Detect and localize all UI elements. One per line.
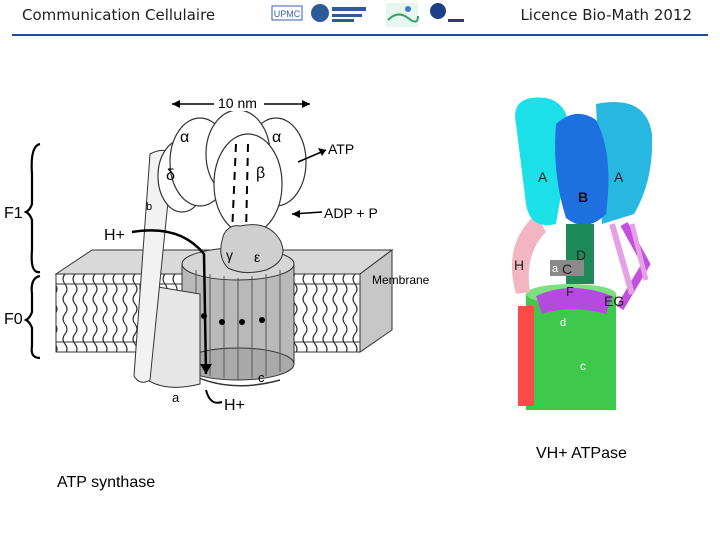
c-ring-green: [526, 294, 616, 410]
b-stalk: [133, 149, 173, 383]
h-subunit: [511, 214, 546, 294]
vF-label: F: [566, 284, 574, 299]
atp-synthase-caption: ATP synthase: [57, 474, 156, 491]
vH-label: H: [514, 257, 524, 273]
f0-brace: [23, 274, 41, 360]
gamma-epsilon: [220, 224, 284, 274]
vA-label-2: A: [614, 169, 624, 185]
svg-text:UPMC: UPMC: [274, 9, 301, 19]
gamma-label: γ: [226, 247, 233, 263]
delta-label: δ: [166, 167, 175, 184]
b-subunit: [555, 113, 609, 226]
station-biologique-logo: [311, 4, 366, 22]
slide-header: Communication Cellulaire UPMC: [0, 0, 720, 40]
vA-label-1: A: [538, 169, 548, 185]
beta-label: β: [256, 165, 265, 182]
a-label: a: [172, 390, 180, 405]
vd-label: d: [560, 317, 566, 329]
alpha-label-2: α: [272, 129, 281, 146]
vatpase-caption: VH+ ATPase: [536, 445, 627, 462]
scale-label: 10 nm: [218, 95, 257, 111]
vatpase-diagram: c d H A A B a C D F EG: [496, 84, 676, 420]
va-label: a: [552, 263, 559, 275]
atp-synthase-diagram: F1 F0 Membrane c a: [0, 84, 460, 424]
upmc-logo: UPMC: [271, 5, 303, 21]
atp-label: ATP: [328, 141, 354, 157]
f1-brace: [23, 142, 41, 274]
course-title: Communication Cellulaire: [22, 6, 216, 24]
vB-label: B: [578, 189, 588, 205]
course-year: Licence Bio-Math 2012: [520, 6, 692, 24]
h-top-label: H+: [104, 227, 125, 244]
vc-label: c: [580, 359, 586, 373]
b-label: b: [146, 201, 152, 213]
a-subunit-right: [596, 102, 653, 224]
membrane-label: Membrane: [372, 273, 430, 287]
logo-strip: UPMC: [268, 0, 468, 28]
f1-label: F1: [4, 205, 23, 222]
header-rule: [12, 34, 708, 36]
adp-label: ADP + P: [324, 205, 378, 221]
mer-sante-logo: [386, 3, 419, 27]
h-bottom-label: H+: [224, 397, 245, 414]
vEG-label: EG: [604, 293, 624, 309]
vC-label: C: [562, 261, 572, 277]
vD-label: D: [576, 247, 586, 263]
c-label: c: [258, 370, 265, 385]
cnrs-logo: [430, 3, 464, 22]
alpha-label-1: α: [180, 129, 189, 146]
d-subunit: [536, 288, 612, 314]
f0-label: F0: [4, 311, 23, 328]
epsilon-label: ε: [254, 249, 260, 265]
